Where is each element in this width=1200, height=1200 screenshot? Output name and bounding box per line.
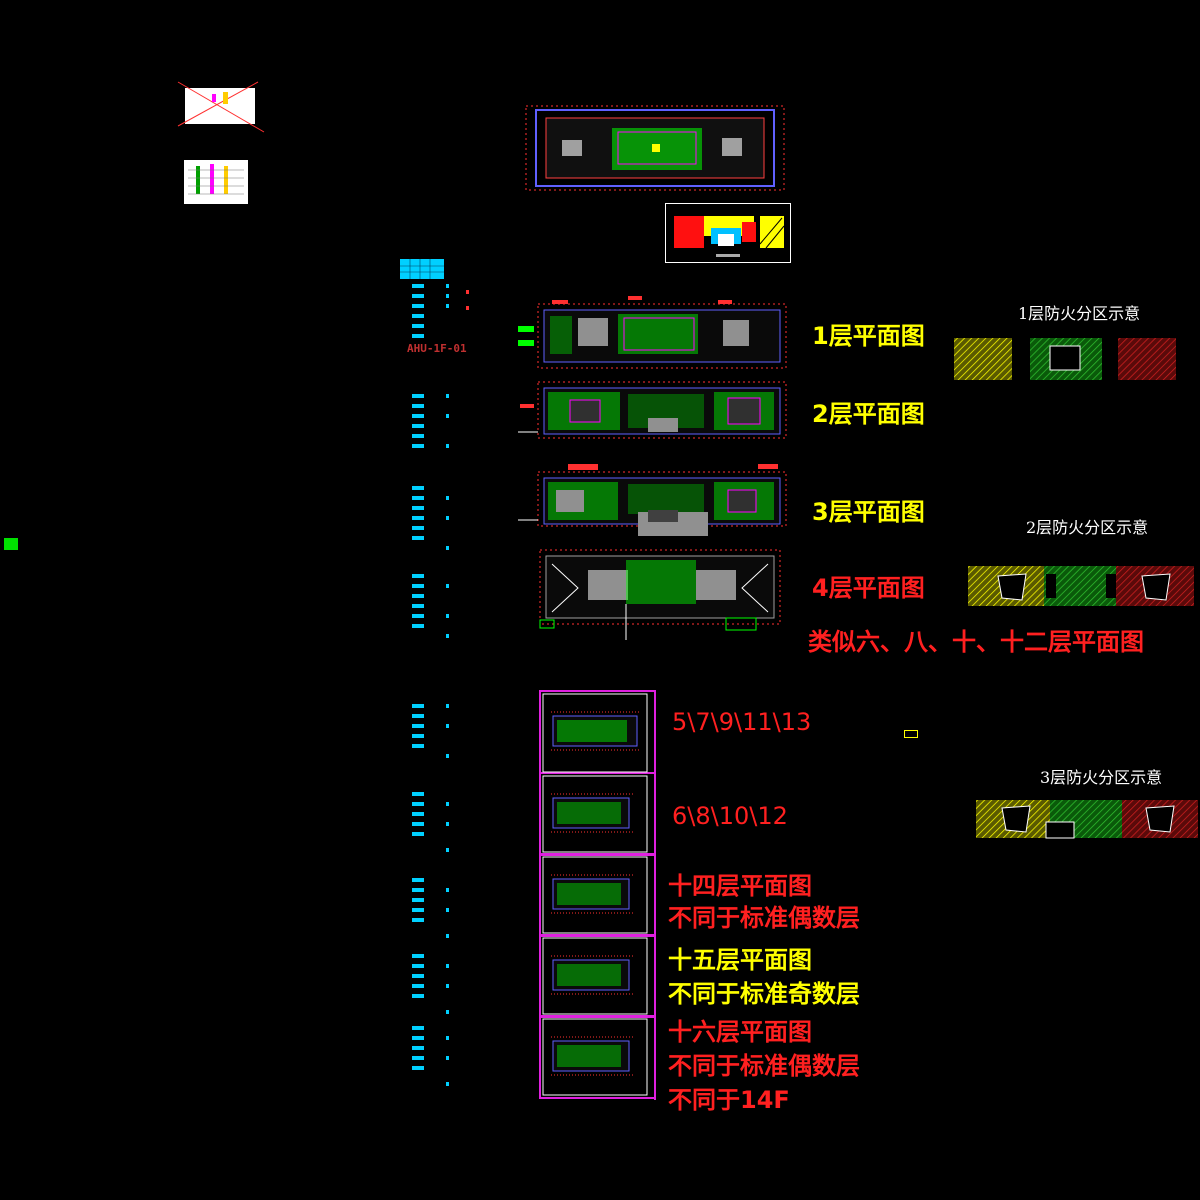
fire-zone-3-label: 3层防火分区示意 bbox=[1040, 768, 1163, 787]
table-thumbnail-graphic bbox=[188, 164, 244, 195]
fire-zone-1-label: 1层防火分区示意 bbox=[1018, 304, 1141, 323]
legend-group-7 bbox=[412, 878, 449, 938]
floor-3-label: 3层平面图 bbox=[812, 498, 925, 526]
floor-plan-3 bbox=[518, 464, 787, 536]
overall-site-plan bbox=[525, 105, 785, 191]
floor-2-label: 2层平面图 bbox=[812, 400, 925, 428]
mini-plan-odd bbox=[542, 693, 648, 773]
legend-group-8 bbox=[412, 954, 449, 1014]
ahu-label: AHU-1F-01 bbox=[407, 342, 467, 355]
mini-plan-14 bbox=[542, 856, 648, 934]
floor-14-title: 十四层平面图 bbox=[668, 872, 812, 900]
floor-plan-1 bbox=[518, 296, 787, 369]
floor-16-title: 十六层平面图 bbox=[668, 1018, 812, 1046]
fire-zone-2-diagram bbox=[968, 566, 1194, 606]
legend-group-6 bbox=[412, 792, 449, 852]
thumbnail-table bbox=[184, 160, 248, 204]
legend-group-4 bbox=[412, 574, 449, 638]
floor-14-note: 不同于标准偶数层 bbox=[668, 904, 860, 932]
similar-floors-note: 类似六、八、十、十二层平面图 bbox=[808, 628, 1144, 656]
fire-zone-3-diagram bbox=[976, 800, 1198, 839]
floor-plan-2 bbox=[518, 381, 787, 439]
floor-4-label: 4层平面图 bbox=[812, 574, 925, 602]
legend-group-1 bbox=[412, 284, 449, 338]
legend-group-2 bbox=[412, 394, 449, 448]
legend-group-5 bbox=[412, 704, 449, 758]
even-floors-label: 6\8\10\12 bbox=[672, 802, 788, 830]
zone-color-key bbox=[665, 203, 791, 263]
legend-header bbox=[400, 259, 444, 279]
floor-plan-4 bbox=[539, 549, 781, 640]
green-marker bbox=[4, 538, 18, 550]
floor-15-note: 不同于标准奇数层 bbox=[668, 980, 860, 1008]
cross-out-icon bbox=[177, 81, 265, 133]
legend-group-9 bbox=[412, 1026, 449, 1086]
floor-15-title: 十五层平面图 bbox=[668, 946, 812, 974]
legend-columns bbox=[412, 284, 469, 1086]
thumbnail-crossed bbox=[177, 81, 265, 133]
mini-plan-15 bbox=[542, 937, 648, 1015]
frame-right-rail bbox=[654, 690, 656, 1100]
legend-group-3 bbox=[412, 486, 449, 550]
mini-plan-16 bbox=[542, 1018, 648, 1096]
fire-zone-1-diagram bbox=[954, 338, 1176, 380]
mini-plan-even bbox=[542, 775, 648, 853]
fire-zone-2-label: 2层防火分区示意 bbox=[1026, 518, 1149, 537]
floor-1-label: 1层平面图 bbox=[812, 322, 925, 350]
small-tag bbox=[904, 730, 918, 738]
zone-color-graphic bbox=[674, 216, 785, 257]
odd-floors-label: 5\7\9\11\13 bbox=[672, 708, 812, 736]
legend-header-grid bbox=[400, 259, 444, 279]
upper-floor-plans bbox=[542, 693, 648, 1096]
floor-16-note-2: 不同于14F bbox=[668, 1086, 790, 1114]
floor-16-note: 不同于标准偶数层 bbox=[668, 1052, 860, 1080]
